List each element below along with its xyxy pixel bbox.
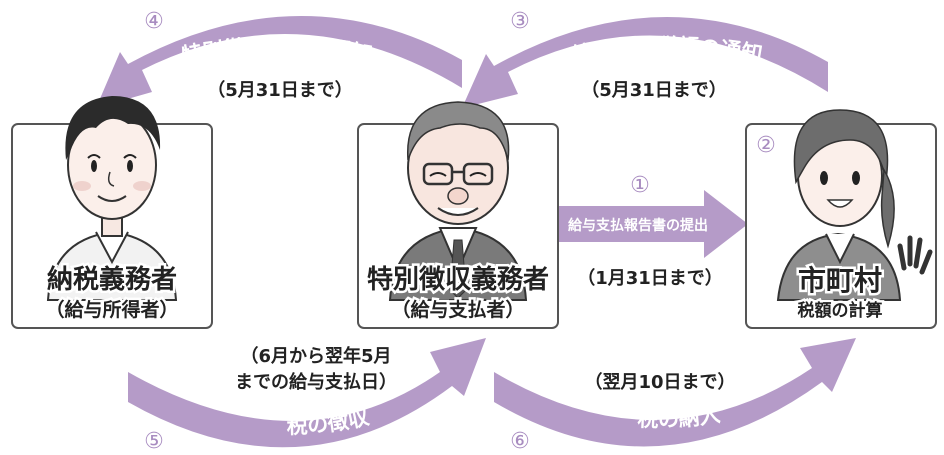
arrow-step1: 給与支払報告書の提出 — [552, 190, 748, 258]
collector-person-illustration — [388, 101, 528, 301]
municipality-sub: 税額の計算 — [798, 300, 883, 321]
step5-number: ⑤ — [144, 429, 164, 454]
step3-number: ③ — [510, 9, 530, 34]
step4-number: ④ — [144, 9, 164, 34]
taxpayer-labels: 納税義務者 （給与所得者） — [43, 262, 181, 324]
municipality-labels: 市町村 税額の計算 — [795, 262, 885, 324]
step4-deadline: （5月31日まで） — [207, 80, 353, 101]
collector-sub: （給与支払者） — [391, 298, 524, 321]
step6-deadline: （翌月10日まで） — [584, 372, 735, 393]
step2-number: ② — [756, 133, 776, 158]
step1-deadline: （1月31日まで） — [577, 268, 723, 289]
collector-labels: 特別徴収義務者 （給与支払者） — [364, 262, 551, 324]
taxpayer-person-illustration — [46, 96, 178, 301]
municipality-name: 市町村 — [798, 264, 882, 297]
taxpayer-sub: （給与所得者） — [45, 298, 178, 321]
step3-deadline: （5月31日まで） — [581, 80, 727, 101]
step5-deadline-line1: （6月から翌年5月 — [240, 345, 391, 367]
step6-number: ⑥ — [510, 429, 530, 454]
municipality-person-illustration — [776, 109, 933, 301]
step6-label: 税の納入 — [637, 402, 722, 431]
step1-label: 給与支払報告書の提出 — [568, 217, 708, 234]
collector-name: 特別徴収義務者 — [367, 264, 549, 295]
taxpayer-name: 納税義務者 — [47, 264, 177, 295]
step1-number: ① — [630, 173, 650, 198]
step5-deadline-line2: までの給与支払日） — [235, 371, 397, 393]
